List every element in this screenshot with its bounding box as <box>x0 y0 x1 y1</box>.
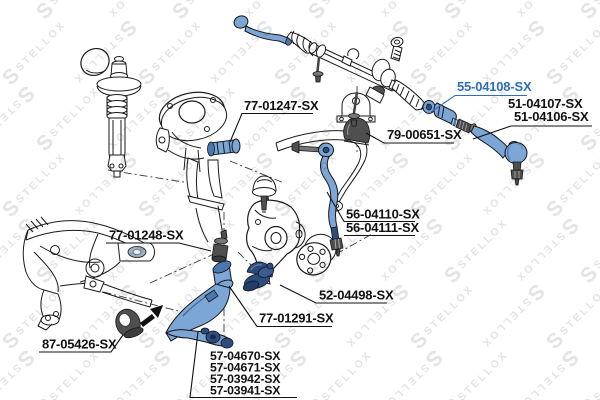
leader-79-00651 <box>365 132 454 144</box>
label-57-03941: 57-03941-SX <box>210 384 281 398</box>
label-56-04110: 56-04110-SX <box>346 207 420 222</box>
bushing-77-01247 <box>207 138 241 157</box>
leader-55-04108 <box>430 94 527 113</box>
ball-joint-upper <box>252 175 277 213</box>
label-87-05426: 87-05426-SX <box>42 337 117 352</box>
label-77-01291: 77-01291-SX <box>259 311 334 326</box>
label-57-04670: 57-04670-SX <box>210 349 281 363</box>
label-51-04107: 51-04107-SX <box>508 96 583 111</box>
control-arm <box>164 260 234 349</box>
label-77-01247: 77-01247-SX <box>244 98 319 113</box>
steering-rack <box>233 15 429 127</box>
leader-77-01291 <box>228 285 332 328</box>
install-arrow <box>140 305 163 327</box>
label-51-04106: 51-04106-SX <box>514 109 589 124</box>
bushing-79-00651 <box>343 117 371 146</box>
bushing-77-01248 <box>211 229 229 263</box>
leader-56-04110 <box>326 191 415 223</box>
leader-51-04107 <box>472 125 592 140</box>
wheel-hub <box>296 233 337 276</box>
ball-joint-lower <box>242 261 275 292</box>
label-77-01248: 77-01248-SX <box>109 228 184 243</box>
leader-52-04498 <box>279 284 387 304</box>
label-55-04108-link[interactable]: 55-04108-SX <box>457 79 532 94</box>
label-52-04498: 52-04498-SX <box>319 288 394 303</box>
leader-87-05426 <box>39 334 124 353</box>
label-57-04671: 57-04671-SX <box>210 361 281 375</box>
tie-rod-end-outer <box>455 118 528 186</box>
callouts: 77-01247-SX 55-04108-SX 51-04107-SX 51-0… <box>39 79 592 399</box>
knuckle-upper <box>155 91 241 243</box>
strut-assembly <box>80 47 142 178</box>
bushing-87-05426 <box>115 308 144 339</box>
leader-77-01248 <box>106 242 212 252</box>
label-56-04111: 56-04111-SX <box>346 220 420 235</box>
leader-77-01247 <box>229 112 313 143</box>
label-79-00651: 79-00651-SX <box>387 127 462 142</box>
leader-57-block <box>189 331 297 399</box>
label-57-03942: 57-03942-SX <box>210 372 281 386</box>
stabilizer-link <box>291 140 344 257</box>
tie-rod-left <box>233 15 293 46</box>
